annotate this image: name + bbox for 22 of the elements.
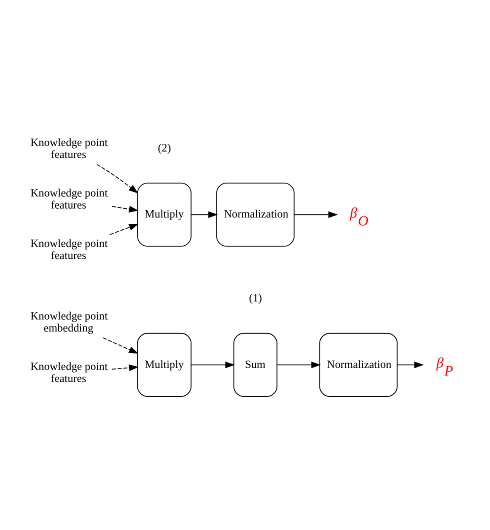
node-box: Sum [233,332,278,397]
node-text: Knowledge point embedding [30,310,108,334]
node-box: Normalization [319,332,398,397]
node-text: Knowledge point features [30,238,108,262]
node-box: Normalization [216,182,295,247]
arrow [112,206,139,212]
arrow [96,164,138,194]
arrow [294,211,338,218]
arrow [276,362,321,368]
arrow [190,211,218,218]
label: (1) [248,292,262,305]
label: (2) [158,142,171,154]
node-text: Knowledge point features [30,187,108,212]
node-text: Knowledge point features [30,137,108,162]
arrow [190,362,235,368]
node-text: Knowledge point features [30,360,108,385]
arrow [112,364,139,372]
arrow [102,337,139,354]
arrow [396,362,424,368]
arrow [109,224,139,236]
node-box: Multiply [137,332,192,397]
node-box: Multiply [137,182,192,247]
